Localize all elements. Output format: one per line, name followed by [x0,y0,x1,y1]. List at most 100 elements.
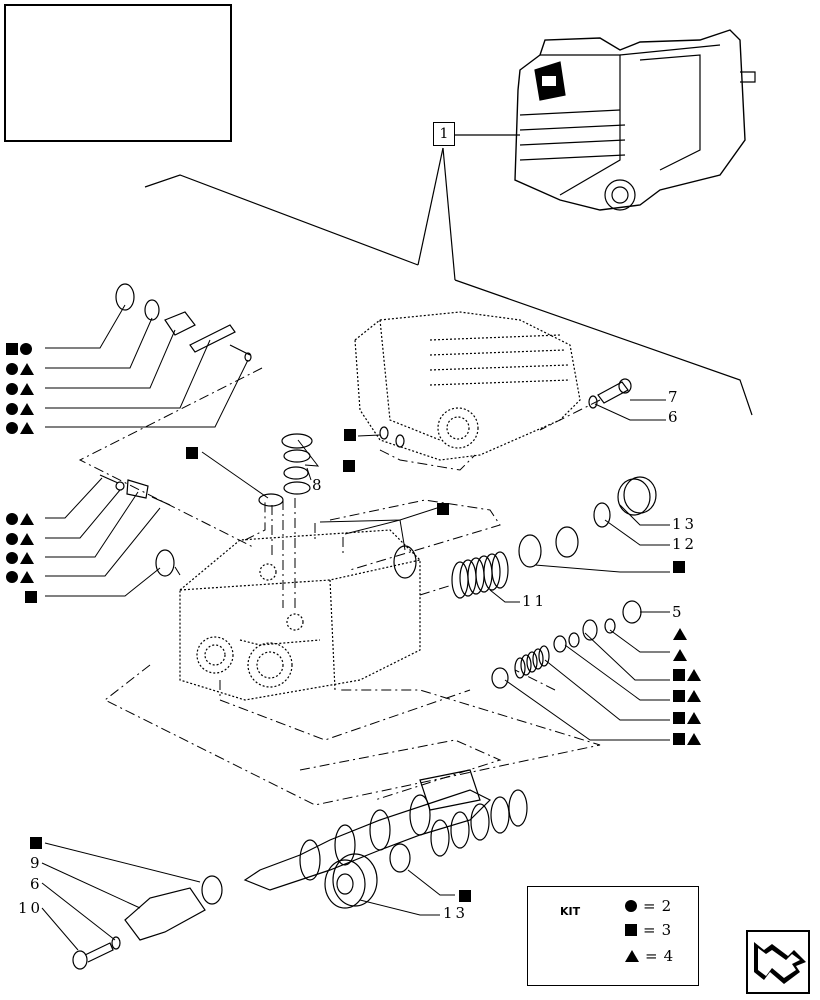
small-spring [514,645,550,679]
triangle-icon [20,403,34,415]
kit-marker [344,428,356,442]
arrow-icon [754,942,806,984]
kit-marker [6,342,32,356]
spool-right [430,789,528,857]
callout-13-top: 13 [672,515,698,533]
triangle-icon [20,552,34,564]
spring-11 [451,551,509,599]
square-icon [673,712,685,724]
circle-icon [6,571,18,583]
kit-marker [25,590,37,604]
triangle-icon [20,513,34,525]
valve-body [179,529,421,701]
circle-icon [625,900,637,912]
kit-marker [673,560,685,574]
triangle-icon [625,950,639,962]
legend-eq: = [643,921,656,939]
triangle-icon [687,690,701,702]
pin-parts-lower [99,474,171,506]
pin-parts-upper [144,299,252,362]
kit-marker [673,732,701,746]
legend-row-square: = 3 [625,921,671,939]
callout-8: 8 [312,476,325,494]
triangle-icon [20,422,34,434]
kit-marker [673,627,687,641]
square-icon [186,447,198,459]
square-icon [25,591,37,603]
square-icon [625,924,637,936]
kit-marker [6,570,34,584]
kit-marker [186,446,198,460]
kit-marker [30,836,42,850]
assembled-valve-overview [514,29,756,211]
circle-icon [6,383,18,395]
callout-1-box: 1 [433,122,455,146]
triangle-icon [20,533,34,545]
square-icon [673,669,685,681]
kit-marker [6,402,34,416]
triangle-icon [673,649,687,661]
callout-13-bottom: 13 [443,904,469,922]
callout-11: 11 [522,592,548,610]
callout-9: 9 [30,854,43,872]
bolt-10 [72,942,114,970]
spool [243,769,492,891]
legend-eq: = [643,897,656,915]
triangle-icon [20,571,34,583]
circle-icon [6,403,18,415]
plug-13-bottom [324,853,378,909]
kit-marker [6,382,34,396]
kit-marker [673,711,701,725]
square-icon [343,460,355,472]
circle-icon [20,343,32,355]
circle-icon [6,513,18,525]
square-icon [673,690,685,702]
solenoid-housing [354,311,581,461]
leader-lines [41,304,670,951]
kit-legend-box [527,886,699,986]
kit-marker [6,551,34,565]
kit-marker [6,362,34,376]
square-icon [437,503,449,515]
callout-1-label: 1 [439,126,449,142]
overview-thumbnail-frame [4,4,232,142]
square-icon [344,429,356,441]
callout-7: 7 [668,388,681,406]
kit-marker [6,512,34,526]
kit-marker [673,668,701,682]
legend-value: 4 [663,947,674,965]
triangle-icon [687,669,701,681]
legend-row-triangle: = 4 [625,947,674,965]
callout-10: 10 [18,899,44,917]
callout-6-top: 6 [668,408,681,426]
plug-13-top [617,476,657,516]
square-icon [459,890,471,902]
assembly-lines [78,367,601,806]
square-icon [673,733,685,745]
square-icon [30,837,42,849]
callout-6-bottom: 6 [30,875,43,893]
kit-marker [6,532,34,546]
next-page-button[interactable] [746,930,810,994]
callout-12: 12 [672,535,698,553]
triangle-icon [687,712,701,724]
triangle-icon [20,383,34,395]
kit-marker [673,648,687,662]
kit-marker [459,889,471,903]
triangle-icon [687,733,701,745]
kit-marker [343,459,355,473]
legend-row-circle: = 2 [625,897,671,915]
o-rings [111,283,642,950]
kit-label: KIT [560,905,581,918]
circle-icon [6,552,18,564]
end-cap-9 [124,887,206,941]
kit-marker [673,689,701,703]
circle-icon [6,422,18,434]
square-icon [6,343,18,355]
callout-5: 5 [672,603,685,621]
kit-marker [437,502,449,516]
circle-icon [6,533,18,545]
legend-eq: = [645,947,658,965]
circle-icon [6,363,18,375]
